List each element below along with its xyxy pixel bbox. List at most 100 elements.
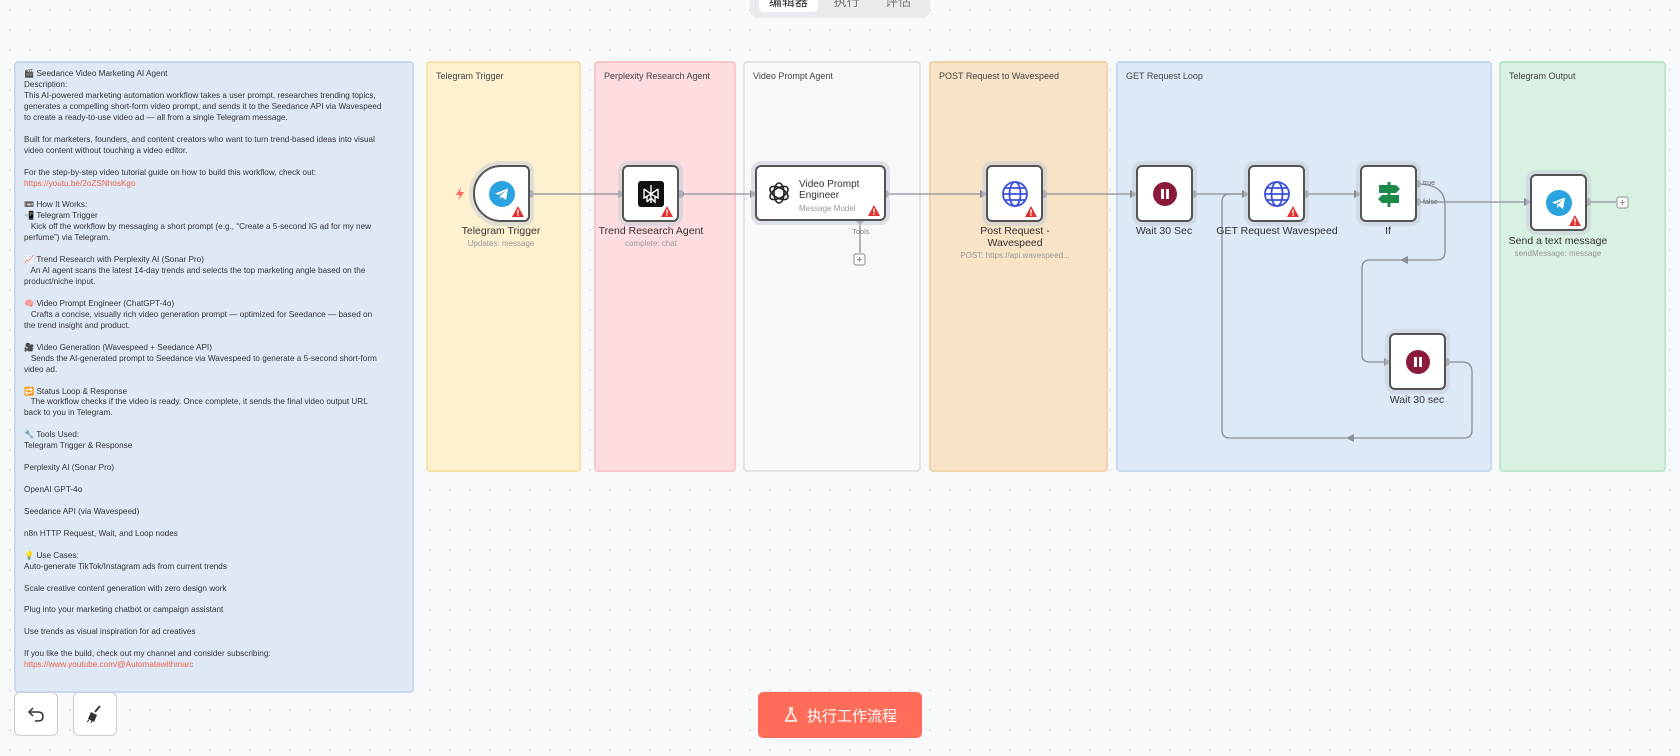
sticky-post-request[interactable]: POST Request to Wavespeed [929,61,1108,472]
note-line: The workflow checks if the video is read… [24,397,368,407]
note-line: OpenAI GPT-4o [24,485,83,495]
note-line: An AI agent scans the latest 14-day tren… [24,266,366,276]
note-line: Crafts a concise, visually rich video ge… [24,309,373,319]
wait-30-sec-loop-node[interactable] [1389,333,1446,390]
note-line: Kick off the workflow by messaging a sho… [24,222,372,232]
sticky-get-request-loop[interactable]: GET Request Loop [1116,61,1492,472]
note-line: Seedance API (via Wavespeed) [24,506,140,516]
get-request-label: GET Request Wavespeed [1216,225,1338,237]
sticky-telegram-output[interactable]: Telegram Output [1499,61,1666,472]
warning-icon [661,206,673,217]
note-line: Telegram Trigger & Response [24,441,133,451]
video-prompt-engineer-subtitle: Message Model [799,204,856,213]
if-label: If [1385,225,1391,237]
trend-research-subtitle: complete: chat [624,239,678,248]
sticky-title: Perplexity Research Agent [604,71,711,81]
send-text-message-node[interactable] [1530,174,1587,231]
warning-icon [1287,206,1299,217]
note-line: 🧠 Video Prompt Engineer (ChatGPT-4o) [24,298,175,308]
note-line: If you like the build, check out my chan… [24,649,271,659]
note-line: Use trends as visual inspiration for ad … [24,627,196,637]
post-request-wavespeed-node[interactable] [986,165,1043,222]
sticky-title: Telegram Output [1509,71,1576,81]
sticky-video-prompt-agent[interactable]: Video Prompt Agent [743,61,921,472]
wait-30-sec-label: Wait 30 Sec [1135,225,1193,237]
note-line: Perplexity AI (Sonar Pro) [24,463,115,473]
note-line: 🔧 Tools Used: [24,430,80,440]
note-line: 📈 Trend Research with Perplexity AI (Son… [24,255,204,265]
video-prompt-engineer-node[interactable]: Video Prompt Engineer Message Model [755,165,886,221]
note-line: Plug into your marketing chatbot or camp… [24,605,224,615]
note-line: back to you in Telegram. [24,408,113,418]
signpost-icon [1377,181,1400,207]
if-false-label: false [1423,199,1438,206]
pause-icon [1405,349,1430,374]
note-line: 💡 Use Cases: [24,550,79,560]
post-request-label-line2: Wavespeed [987,237,1043,249]
if-true-label: true [1423,180,1436,187]
warning-icon [1569,215,1581,226]
note-line: For the step-by-step video tutorial guid… [24,167,317,177]
note-line: n8n HTTP Request, Wait, and Loop nodes [24,528,178,538]
view-tabs: 编辑器 执行 评估 [750,0,930,18]
note-link[interactable]: https://youtu.be/2oZSNhosKgo [24,178,136,188]
trend-research-agent-node[interactable] [622,165,679,222]
broom-icon [86,705,101,724]
telegram-trigger-node[interactable] [473,165,530,222]
warning-icon [868,205,880,216]
note-line: the trend insight and product. [24,320,131,330]
globe-icon [1001,180,1028,207]
note-link[interactable]: https://www.youtube.com/@Automatewithmar… [24,660,194,670]
note-line: video content without touching a video e… [24,145,188,155]
wait-30-sec-loop-label: Wait 30 sec [1389,394,1445,406]
telegram-icon [1545,189,1572,216]
pause-icon [1152,181,1177,206]
tab-evaluations[interactable]: 评估 [885,0,912,9]
note-line: 🔁 Status Loop & Response [24,386,128,396]
note-line: generates a compelling short-form video … [24,101,382,111]
sticky-title: POST Request to Wavespeed [939,71,1060,81]
note-line: 🎥 Video Generation (Wavespeed + Seedance… [24,342,212,352]
tab-executions[interactable]: 执行 [833,0,860,9]
undo-button[interactable] [14,692,58,736]
note-line: product/niche input. [24,277,96,287]
tab-editor[interactable]: 编辑器 [758,0,818,12]
sticky-title: Telegram Trigger [436,71,504,81]
clear-execution-button[interactable] [73,692,117,736]
sticky-telegram-trigger[interactable]: Telegram Trigger [426,61,581,472]
post-request-subtitle: POST: https://api.wavespeed... [960,251,1070,260]
openai-icon [769,182,789,204]
trigger-bolt-icon [456,187,464,201]
telegram-trigger-label: Telegram Trigger [461,225,541,237]
note-line: to create a ready-to-use video ad — all … [24,112,288,122]
execute-workflow-label: 执行工作流程 [806,707,897,725]
note-line: Sends the AI-generated prompt to Seedanc… [24,353,377,363]
warning-icon [1025,206,1037,217]
globe-icon [1263,180,1290,207]
note-line: Auto-generate TikTok/Instagram ads from … [24,561,227,571]
execute-workflow-button[interactable]: 执行工作流程 [758,692,922,738]
note-line: video ad. [24,364,58,374]
warning-icon [512,206,524,217]
if-node[interactable] [1360,165,1417,222]
note-line: 📲 Telegram Trigger [24,211,98,221]
send-text-message-label: Send a text message [1508,235,1608,247]
tools-connector-label: Tools [852,227,870,236]
sticky-perplexity-research[interactable]: Perplexity Research Agent [594,61,736,472]
note-line: Scale creative content generation with z… [24,583,227,593]
note-line: 📼 How It Works: [24,200,88,210]
note-line: Description: [24,79,68,89]
sticky-title: GET Request Loop [1126,71,1203,81]
post-request-label: Post Request - Wavespeed [955,225,1075,249]
send-text-message-subtitle: sendMessage: message [1514,249,1602,258]
get-request-wavespeed-node[interactable] [1248,165,1305,222]
sticky-title: Video Prompt Agent [753,71,833,81]
undo-icon [27,707,44,722]
note-line: Built for marketers, founders, and conte… [24,134,375,144]
note-line: 🎬 Seedance Video Marketing AI Agent [24,69,168,78]
wait-30-sec-node[interactable] [1136,165,1193,222]
perplexity-icon [637,180,664,207]
telegram-icon [488,180,515,207]
